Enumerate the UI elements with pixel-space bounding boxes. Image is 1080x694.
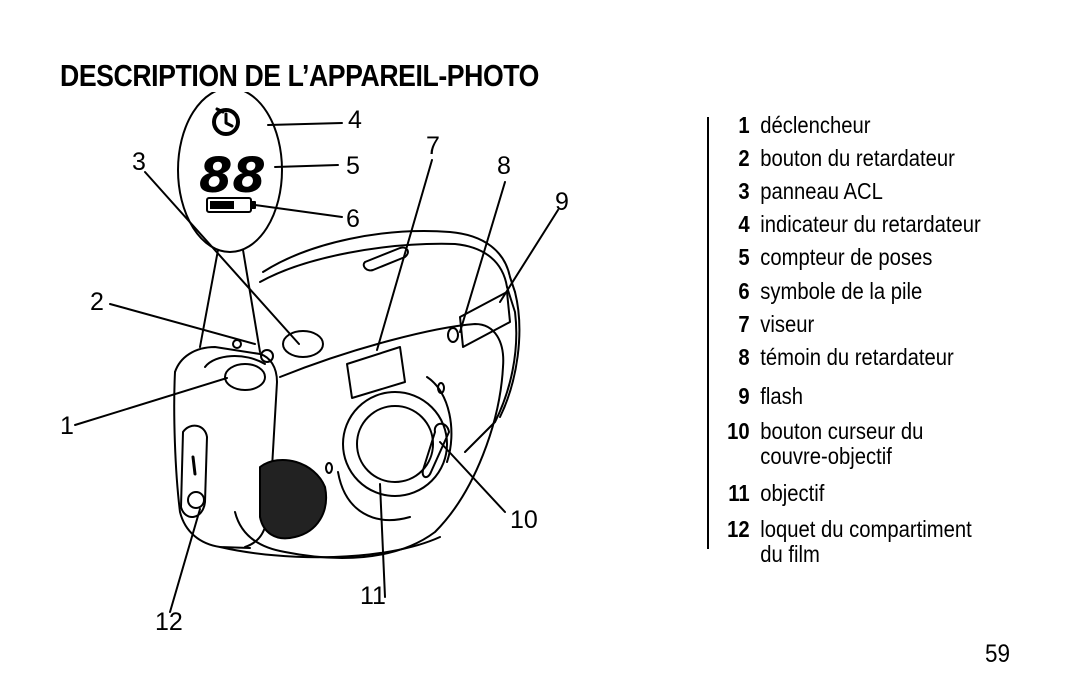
legend-number: 9 bbox=[738, 383, 750, 409]
lcd-inset-outline bbox=[177, 92, 283, 253]
legend-label: déclencheur bbox=[760, 112, 871, 138]
legend-label: flash bbox=[760, 383, 804, 409]
callout-7: 7 bbox=[426, 132, 440, 160]
legend-label: compteur de poses bbox=[760, 244, 933, 270]
callout-4: 4 bbox=[348, 106, 362, 134]
lcd-inset: 88 bbox=[177, 92, 283, 353]
callout-1: 1 bbox=[60, 412, 74, 440]
self-timer-lamp bbox=[447, 327, 459, 343]
lens bbox=[356, 405, 434, 483]
camera-right-edge bbox=[499, 291, 521, 418]
legend-number: 6 bbox=[738, 278, 750, 304]
legend-number: 7 bbox=[738, 311, 750, 337]
camera-right-side bbox=[464, 286, 518, 453]
lcd-frame-counter: 88 bbox=[199, 148, 266, 204]
camera-bottom bbox=[219, 536, 441, 559]
legend-divider bbox=[707, 117, 709, 549]
legend-label: témoin du retardateur bbox=[760, 344, 954, 370]
callout-10: 10 bbox=[510, 506, 538, 534]
legend-number: 10 bbox=[727, 418, 750, 444]
legend-label: symbole de la pile bbox=[760, 278, 923, 304]
shutter-button bbox=[224, 363, 266, 391]
legend-label: loquet du compartiment bbox=[760, 516, 972, 542]
flash-window bbox=[459, 291, 511, 348]
callout-3: 3 bbox=[132, 148, 146, 176]
callout-2: 2 bbox=[90, 288, 104, 316]
callout-8: 8 bbox=[497, 152, 511, 180]
lens-ring bbox=[342, 391, 448, 497]
camera-grip bbox=[174, 346, 278, 548]
legend-label: bouton curseur du bbox=[760, 418, 924, 444]
callout-9: 9 bbox=[555, 188, 569, 216]
callout-lines bbox=[74, 122, 559, 613]
legend-label: viseur bbox=[760, 311, 815, 337]
grip-texture bbox=[259, 458, 328, 540]
legend-label: bouton du retardateur bbox=[760, 145, 955, 171]
legend-number: 2 bbox=[738, 145, 750, 171]
camera-left-end bbox=[173, 371, 251, 549]
legend-number: 8 bbox=[738, 344, 750, 370]
callout-12: 12 bbox=[155, 608, 183, 636]
legend-label-continued: couvre-objectif bbox=[760, 443, 892, 469]
legend-number: 1 bbox=[738, 112, 750, 138]
camera-top-edge bbox=[259, 242, 508, 288]
legend-number: 3 bbox=[738, 178, 750, 204]
callout-5: 5 bbox=[346, 152, 360, 180]
camera-top-shell bbox=[262, 230, 516, 293]
camera-front-face bbox=[234, 323, 505, 559]
legend-label: panneau ACL bbox=[760, 178, 883, 204]
legend-number: 5 bbox=[738, 244, 750, 270]
legend-label: objectif bbox=[760, 480, 825, 506]
page-number: 59 bbox=[985, 640, 1011, 668]
legend-number: 11 bbox=[728, 480, 750, 506]
legend-label: indicateur du retardateur bbox=[760, 211, 981, 237]
self-timer-indicator-icon bbox=[212, 108, 240, 136]
callout-11: 11 bbox=[360, 582, 386, 610]
camera-illustration: 88 bbox=[74, 92, 559, 613]
legend-label-continued: du film bbox=[760, 541, 820, 567]
callout-6: 6 bbox=[346, 205, 360, 233]
page-title: DESCRIPTION DE L’APPAREIL-PHOTO bbox=[60, 58, 539, 93]
camera-diagram: 88 4 3 5 7 bbox=[55, 92, 600, 652]
self-timer-button bbox=[282, 330, 324, 358]
viewfinder bbox=[346, 346, 406, 399]
film-latch bbox=[180, 424, 208, 518]
legend-number: 12 bbox=[727, 516, 750, 542]
lens-cover-slider bbox=[421, 422, 450, 478]
legend-number: 4 bbox=[738, 211, 750, 237]
lens-cover-slider-top bbox=[362, 246, 409, 272]
